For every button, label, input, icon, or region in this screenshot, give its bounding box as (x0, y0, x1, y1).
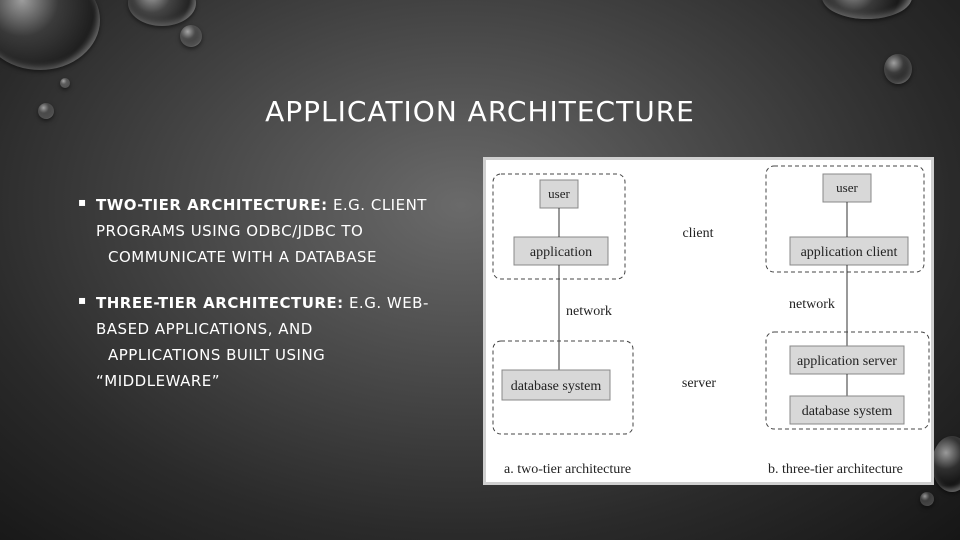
bullet-list: ▪ TWO-TIER ARCHITECTURE: E.G. CLIENT PRO… (78, 192, 438, 414)
client-label: client (682, 226, 713, 241)
application-server-box (789, 345, 905, 375)
caption-two-tier: a. two-tier architecture (504, 462, 631, 477)
database-box (789, 395, 905, 425)
bullet-text: E.G. CLIENT (327, 196, 427, 214)
user-box (822, 173, 872, 203)
architecture-figure: user application network database system… (483, 157, 934, 485)
bubble-decoration (60, 78, 70, 88)
bullet-text: BASED APPLICATIONS, AND (96, 320, 313, 338)
server-label: server (682, 376, 717, 391)
database-label: database system (511, 379, 602, 394)
client-dashed-group (765, 165, 925, 273)
caption-three-tier: b. three-tier architecture (768, 462, 903, 477)
application-box (513, 236, 609, 266)
user-box (539, 179, 579, 209)
server-dashed-group (765, 331, 930, 430)
bullet-three-tier: ▪ THREE-TIER ARCHITECTURE: E.G. WEB- BAS… (78, 290, 438, 394)
bubble-decoration (822, 0, 912, 19)
network-label: network (789, 297, 835, 312)
bullet-square-icon: ▪ (78, 293, 87, 307)
bullet-text: COMMUNICATE WITH A DATABASE (108, 248, 377, 266)
bullet-square-icon: ▪ (78, 195, 87, 209)
server-dashed-group (492, 340, 634, 435)
bullet-text: “MIDDLEWARE” (96, 372, 221, 390)
database-box (501, 369, 611, 401)
application-server-label: application server (797, 354, 897, 369)
bubble-decoration (920, 492, 934, 506)
bullet-heading: THREE-TIER ARCHITECTURE: (96, 294, 344, 312)
bubble-decoration (128, 0, 196, 26)
bubble-decoration (0, 0, 100, 70)
bullet-two-tier: ▪ TWO-TIER ARCHITECTURE: E.G. CLIENT PRO… (78, 192, 438, 270)
bullet-text: APPLICATIONS BUILT USING (108, 346, 326, 364)
application-client-label: application client (801, 245, 898, 260)
bubble-decoration (38, 103, 54, 119)
user-label: user (836, 180, 858, 195)
bubble-decoration (180, 25, 202, 47)
slide-title: APPLICATION ARCHITECTURE (265, 95, 695, 128)
bullet-text: E.G. WEB- (343, 294, 429, 312)
database-label: database system (802, 404, 893, 419)
architecture-diagram: user application network database system… (492, 165, 930, 477)
application-label: application (530, 245, 592, 260)
user-label: user (548, 186, 570, 201)
bubble-decoration (932, 436, 960, 492)
network-label: network (566, 304, 612, 319)
bullet-heading: TWO-TIER ARCHITECTURE: (96, 196, 328, 214)
application-client-box (789, 236, 909, 266)
bullet-text: PROGRAMS USING ODBC/JDBC TO (96, 222, 364, 240)
bubble-decoration (884, 54, 912, 84)
